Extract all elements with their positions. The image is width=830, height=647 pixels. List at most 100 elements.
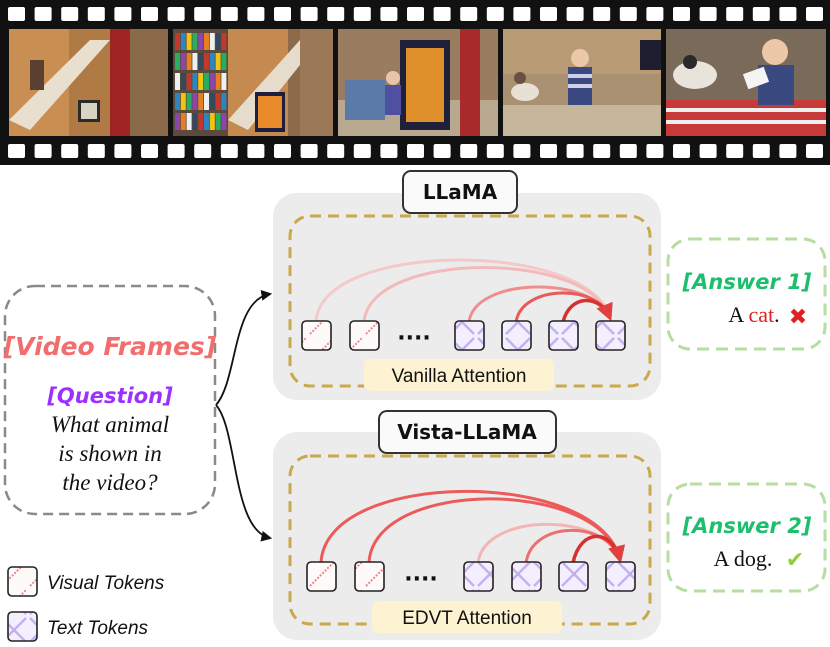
answer-1-text: A cat. xyxy=(728,302,779,327)
film-perforation xyxy=(566,144,584,158)
book-spine xyxy=(192,33,198,50)
text-token xyxy=(463,561,494,592)
film-perforation xyxy=(274,144,291,158)
vanilla-attention-arcs xyxy=(314,258,613,323)
film-perforation xyxy=(300,144,318,158)
film-perforation xyxy=(646,144,664,158)
film-perforation xyxy=(380,144,398,158)
vista-llama-panel: ···· Vista-LLaMA EDVT Attention xyxy=(273,410,661,640)
film-perforation xyxy=(699,7,717,21)
book-spine xyxy=(221,53,227,70)
film-perforation xyxy=(540,144,557,158)
film-perforation xyxy=(114,144,132,158)
visual-token xyxy=(301,320,332,351)
book-spine xyxy=(209,33,215,50)
book-spine xyxy=(198,33,204,50)
book-spine xyxy=(175,33,180,50)
text-token xyxy=(501,320,532,351)
film-perforation xyxy=(194,144,212,158)
legend-text-tokens: Text Tokens xyxy=(47,618,149,639)
book-spine xyxy=(209,113,215,130)
video-frame-3 xyxy=(338,29,498,136)
film-perforation xyxy=(593,7,611,21)
film-perforation xyxy=(220,7,238,21)
visual-token xyxy=(354,561,385,592)
book-spine xyxy=(209,53,215,70)
film-perforation xyxy=(673,7,690,21)
film-strip xyxy=(0,0,830,165)
book-spine xyxy=(198,73,204,90)
text-token xyxy=(558,561,589,592)
film-perforation xyxy=(300,7,318,21)
wrong-icon: ✖ xyxy=(789,305,807,330)
question-label: [Question] xyxy=(46,384,173,408)
film-perforation xyxy=(141,7,158,21)
book-spine xyxy=(204,113,209,130)
film-perforation xyxy=(593,144,611,158)
film-perforation xyxy=(619,144,637,158)
text-token xyxy=(511,561,542,592)
film-perforation xyxy=(327,144,345,158)
video-frame-2 xyxy=(173,29,333,136)
legend-visual-token-swatch xyxy=(7,566,38,597)
film-perforation xyxy=(220,144,238,158)
book-spine xyxy=(180,53,186,70)
vista-llama-title-box xyxy=(378,410,557,454)
book-spine xyxy=(204,53,209,70)
film-perforation xyxy=(460,7,478,21)
book-spine xyxy=(221,73,227,90)
book-spine xyxy=(175,93,180,110)
film-perforation xyxy=(274,7,291,21)
book-spine xyxy=(175,53,180,70)
film-perforation xyxy=(752,144,770,158)
input-box: [Video Frames] [Question] What animal is… xyxy=(3,284,217,516)
film-perforation xyxy=(407,7,424,21)
book-spine xyxy=(186,93,192,110)
book-spine xyxy=(180,93,186,110)
book-spine xyxy=(180,73,186,90)
film-perforation xyxy=(8,7,25,21)
film-perforation xyxy=(87,7,105,21)
film-perforation xyxy=(779,144,797,158)
film-perforation xyxy=(61,144,79,158)
film-perforation xyxy=(619,7,637,21)
film-perforations-bottom xyxy=(8,144,823,158)
film-perforation xyxy=(114,7,132,21)
film-perforation xyxy=(486,7,504,21)
question-line-1: What animal xyxy=(51,412,169,437)
book-spine xyxy=(175,113,180,130)
answer-2-label: [Answer 2] xyxy=(682,514,812,538)
film-perforation xyxy=(167,144,185,158)
film-perforation xyxy=(566,7,584,21)
visual-token xyxy=(306,561,337,592)
edvt-attention-label: EDVT Attention xyxy=(402,608,532,629)
book-spine xyxy=(186,113,192,130)
book-spine xyxy=(215,73,221,90)
film-perforation xyxy=(699,144,717,158)
film-perforation xyxy=(433,7,451,21)
book-spine xyxy=(180,33,186,50)
book-spine xyxy=(204,33,209,50)
film-perforation xyxy=(61,7,79,21)
film-perforation xyxy=(34,7,52,21)
film-perforation xyxy=(646,7,664,21)
branch-arrows xyxy=(215,290,273,542)
book-spine xyxy=(215,53,221,70)
film-perforation xyxy=(460,144,478,158)
film-perforation xyxy=(806,7,823,21)
film-perforation xyxy=(673,144,690,158)
video-frames-label: [Video Frames] xyxy=(3,332,217,361)
film-perforation xyxy=(327,7,345,21)
film-perforation xyxy=(540,7,557,21)
film-perforation xyxy=(726,7,744,21)
book-spine xyxy=(192,113,198,130)
text-token xyxy=(595,320,626,351)
video-frame-1 xyxy=(9,29,168,136)
edvt-attention-arcs xyxy=(319,489,626,564)
book-spine xyxy=(221,113,227,130)
book-spine xyxy=(221,33,227,50)
legend: Visual Tokens Text Tokens xyxy=(7,566,165,642)
film-perforation xyxy=(353,7,371,21)
film-perforation xyxy=(779,7,797,21)
llama-title-box xyxy=(402,170,518,214)
